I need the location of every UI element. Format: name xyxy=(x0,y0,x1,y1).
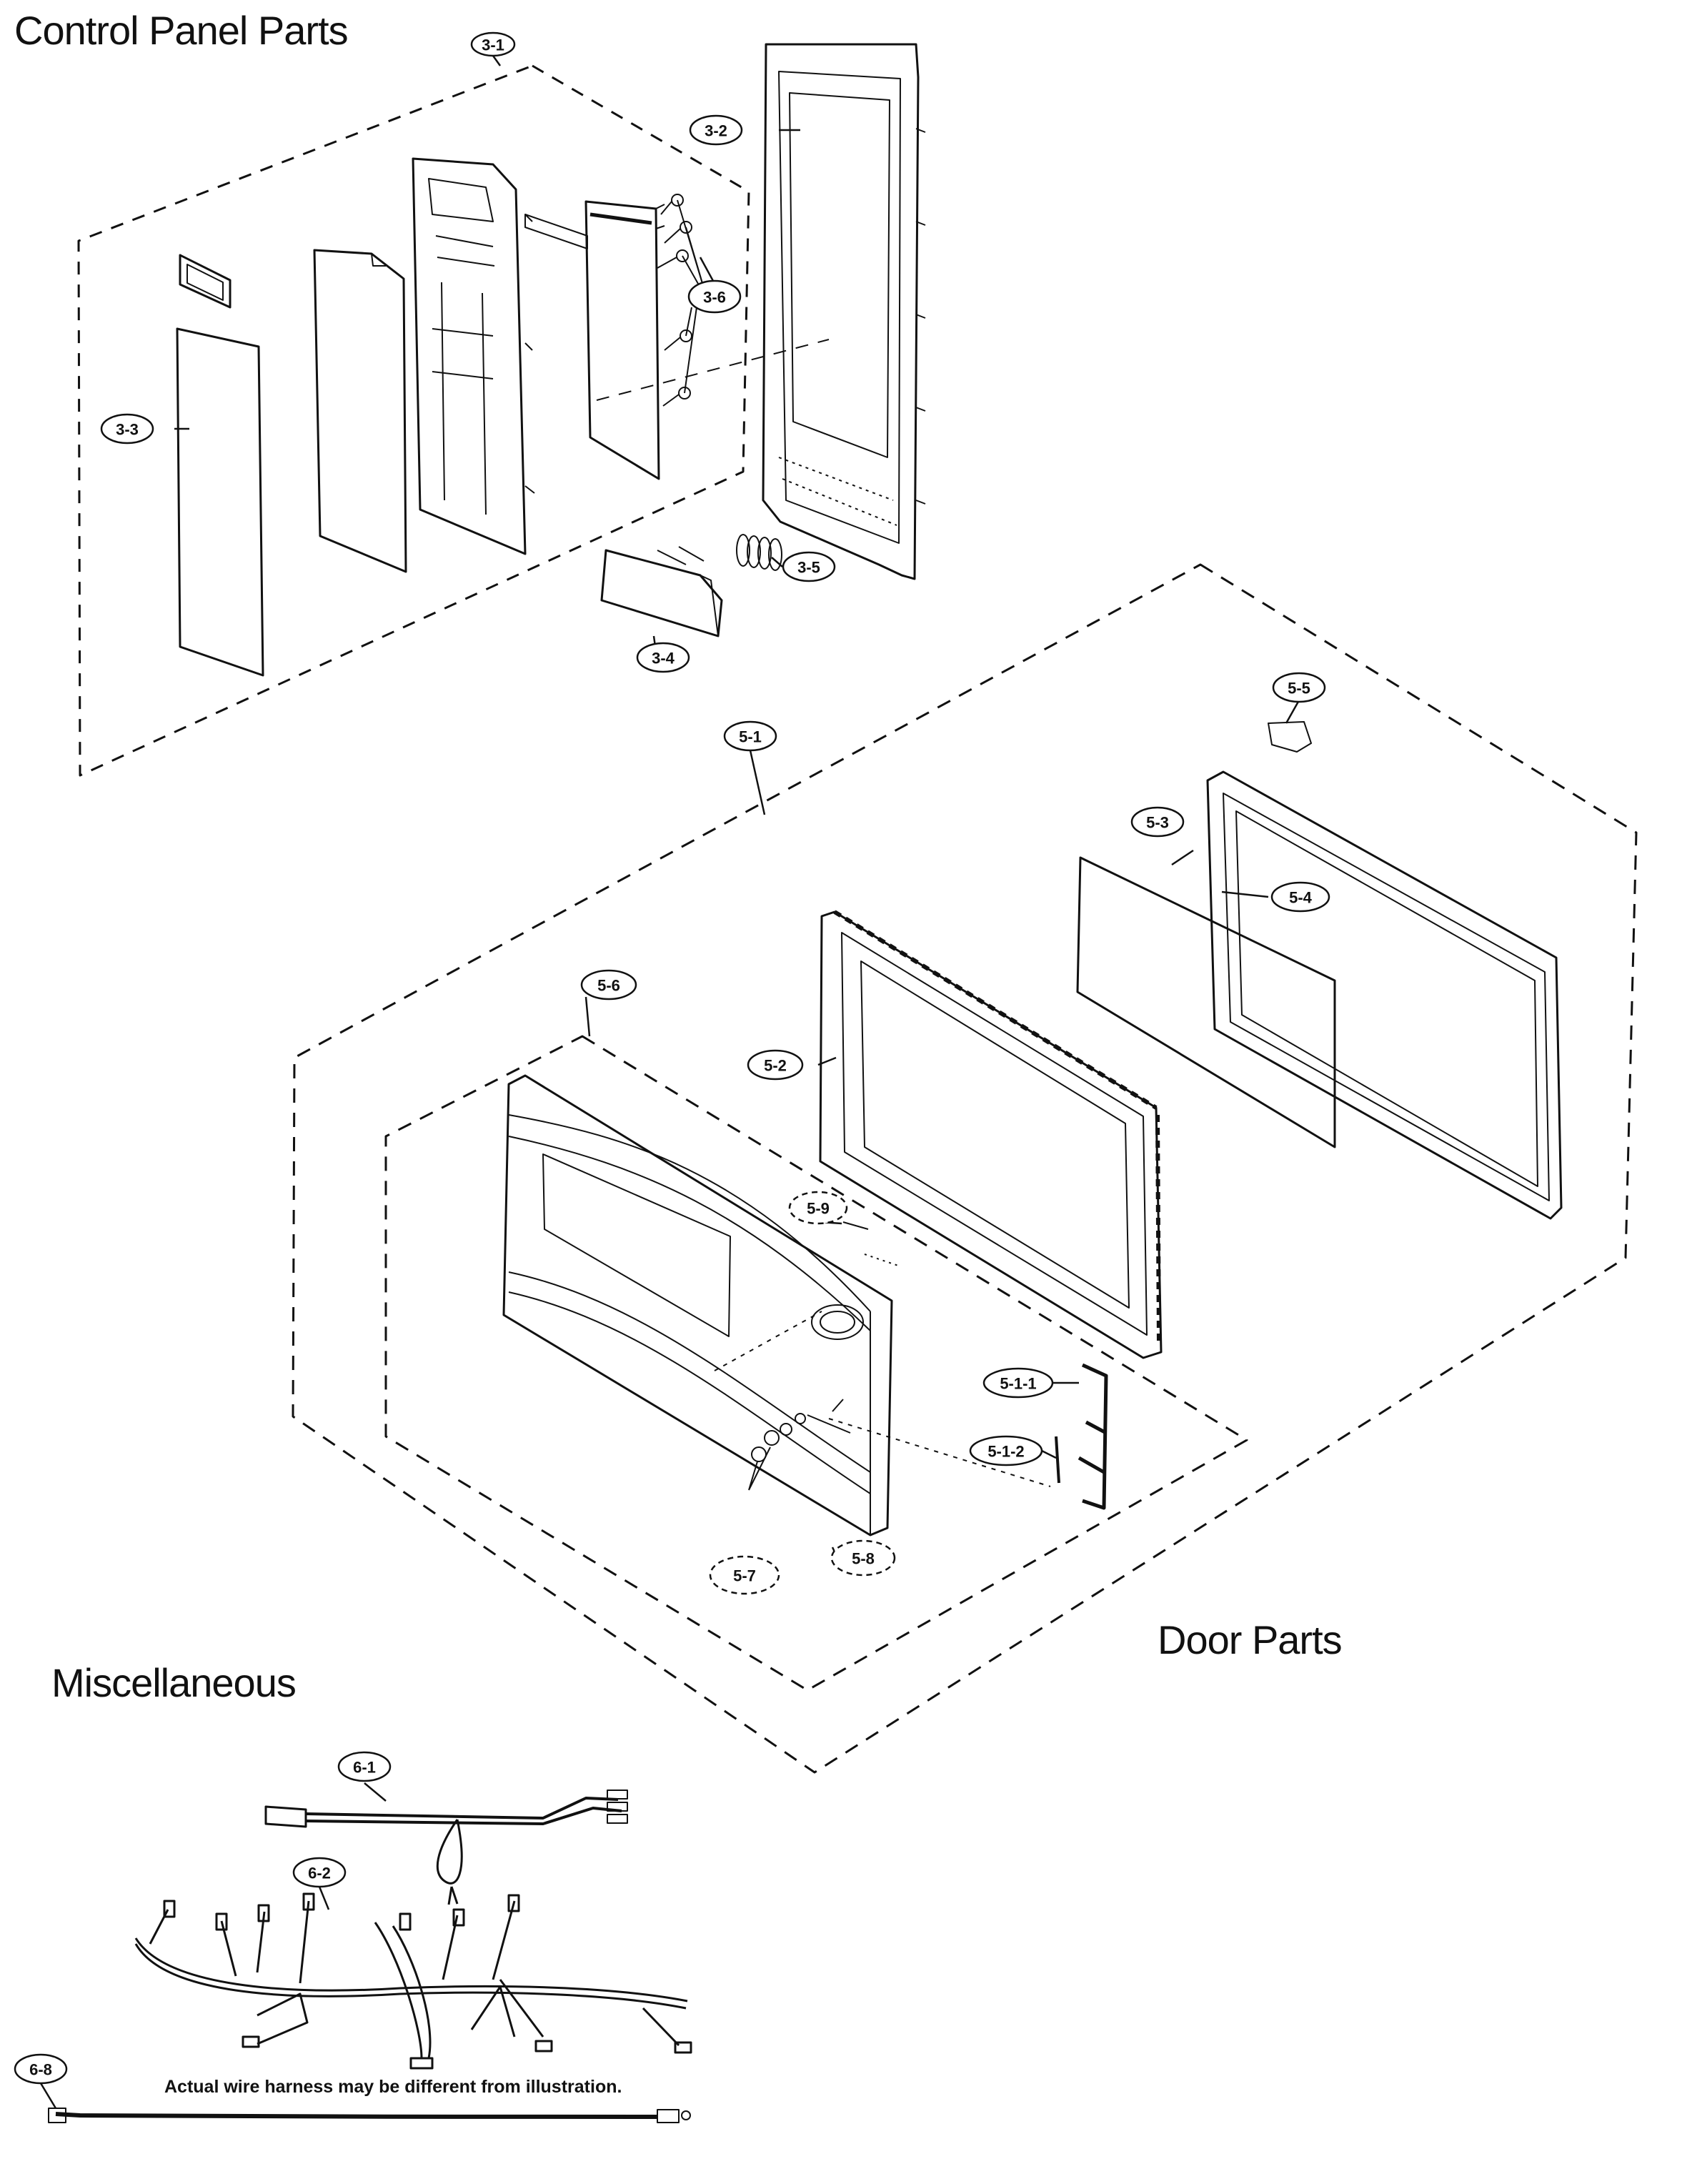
part-5-9-pointer xyxy=(842,1221,869,1230)
door-section-title: Door Parts xyxy=(1158,1617,1343,1662)
overlay-sheet-3-3 xyxy=(176,254,264,677)
callout-5-7-label: 5-7 xyxy=(733,1567,756,1585)
callout-5-8 xyxy=(830,1539,896,1577)
callout-3-2-label: 3-2 xyxy=(705,122,727,140)
callout-5-3 xyxy=(1130,806,1185,838)
inner-door-panel-5-2 xyxy=(819,910,1163,1359)
callout-5-4 xyxy=(1270,881,1330,913)
callout-3-3-label: 3-3 xyxy=(116,421,139,439)
front-door-panel-5-6 xyxy=(502,1074,893,1537)
callout-5-5-label: 5-5 xyxy=(1288,680,1310,698)
callout-3-1-label: 3-1 xyxy=(482,36,504,54)
door-button-ring xyxy=(811,1304,864,1340)
panel-axis-line xyxy=(596,339,830,401)
callout-5-8-label: 5-8 xyxy=(852,1550,875,1568)
control-panel-section-title: Control Panel Parts xyxy=(14,8,349,53)
harness-6-1 xyxy=(264,1790,628,1905)
callout-3-5-label: 3-5 xyxy=(797,559,820,577)
callout-3-4 xyxy=(636,642,690,673)
callout-5-3-label: 5-3 xyxy=(1146,814,1169,832)
callout-6-8 xyxy=(14,2053,68,2085)
callout-5-6 xyxy=(580,969,637,1001)
callout-5-9-label: 5-9 xyxy=(807,1200,830,1218)
callout-3-6 xyxy=(687,279,742,314)
door-subgroup-outline xyxy=(384,1035,1248,1692)
callout-6-1-label: 6-1 xyxy=(353,1759,376,1777)
mounting-screws-3-6 xyxy=(657,194,708,407)
control-panel-group-outline xyxy=(77,64,750,777)
door-group-outline xyxy=(292,563,1638,1774)
harness-6-2 xyxy=(134,1892,692,2070)
door-release-button-3-4 xyxy=(600,546,723,637)
callout-5-1-2 xyxy=(969,1435,1043,1466)
panel-housing-3-2 xyxy=(762,43,926,580)
callout-5-1-1-label: 5-1-1 xyxy=(1000,1375,1036,1393)
door-hooks-5-1-1 xyxy=(1078,1363,1108,1510)
latch-5-5 xyxy=(1268,721,1312,753)
callout-6-1 xyxy=(337,1751,392,1782)
spring-3-5 xyxy=(736,534,782,571)
callout-6-2-label: 6-2 xyxy=(308,1865,331,1882)
callout-5-1-2-label: 5-1-2 xyxy=(987,1443,1024,1461)
callout-3-2 xyxy=(689,114,743,146)
misc-section-title: Miscellaneous xyxy=(51,1660,297,1705)
wire-harness-note: Actual wire harness may be different fro… xyxy=(164,2077,622,2097)
connecting-rod xyxy=(524,214,588,249)
circuit-board xyxy=(584,200,665,480)
callout-5-4-label: 5-4 xyxy=(1289,889,1313,907)
callout-5-9 xyxy=(788,1191,848,1225)
callout-6-8-label: 6-8 xyxy=(29,2061,52,2079)
callout-3-1 xyxy=(470,31,516,57)
callout-5-2 xyxy=(747,1049,804,1081)
callout-5-6-label: 5-6 xyxy=(597,977,620,995)
glass-sheet-5-3 xyxy=(1076,856,1336,1148)
harness-6-8 xyxy=(48,2108,691,2123)
callout-3-6-label: 3-6 xyxy=(703,289,726,307)
callout-5-1 xyxy=(723,720,777,752)
callout-3-4-label: 3-4 xyxy=(652,650,675,667)
callout-5-1-label: 5-1 xyxy=(739,728,762,746)
screws-5-7-5-8 xyxy=(748,1399,851,1491)
callout-5-1-1 xyxy=(982,1367,1054,1399)
callout-5-5 xyxy=(1272,672,1326,703)
callout-6-2 xyxy=(292,1857,347,1888)
control-panel-frame xyxy=(412,157,535,555)
callout-3-3 xyxy=(100,413,154,445)
hook-5-1-2 xyxy=(1055,1436,1060,1484)
door-frame-5-4 xyxy=(1206,770,1563,1220)
callout-5-7 xyxy=(709,1555,780,1595)
callout-5-2-label: 5-2 xyxy=(764,1057,787,1075)
membrane-sheet xyxy=(313,249,407,573)
callout-3-5 xyxy=(782,551,836,582)
